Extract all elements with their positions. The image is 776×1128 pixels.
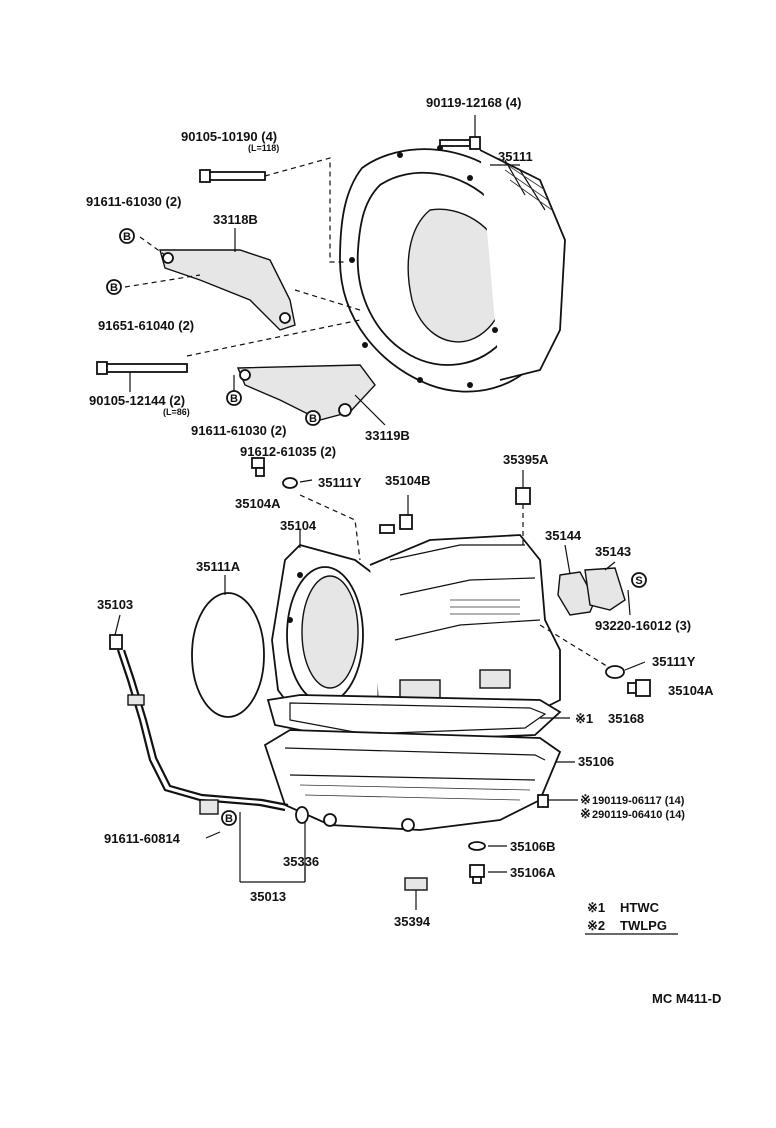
transmission-case-illustration[interactable]: [271, 494, 561, 731]
bolt-90105-12144-illustration[interactable]: [96, 319, 361, 392]
svg-text:B: B: [123, 231, 131, 243]
label-35104a-upper: 35104A: [235, 496, 281, 511]
label-90105-10190-length: (L=118): [248, 143, 279, 153]
oil-pan-gasket-illustration[interactable]: [266, 694, 562, 743]
magnet-35394-illustration[interactable]: [404, 877, 428, 910]
svg-text:B: B: [309, 413, 317, 425]
label-91611-61030-b: 91611-61030 (2): [191, 423, 286, 438]
dipstick-tube-illustration[interactable]: [109, 614, 289, 815]
marker-b-91611-61030-a: B: [119, 228, 135, 244]
svg-text:B: B: [110, 282, 118, 294]
note-star-1: ※: [580, 792, 591, 807]
bolt-90105-10190-illustration[interactable]: [199, 157, 345, 263]
bolt-90119-12168-illustration[interactable]: [439, 115, 481, 150]
label-35106: 35106: [578, 754, 614, 769]
label-290119-06410: 290119-06410 (14): [592, 809, 685, 821]
label-35111: 35111: [498, 149, 533, 164]
marker-b-91611-60814: B: [221, 810, 237, 826]
label-35395a: 35395A: [503, 452, 549, 467]
pan-bolt-illustration[interactable]: [537, 794, 578, 808]
marker-b-91651-61040: B: [106, 279, 122, 295]
plug-35104a-lower[interactable]: [627, 679, 651, 697]
legend-note2-text: TWLPG: [620, 918, 667, 933]
svg-text:B: B: [225, 813, 233, 825]
marker-b-91612-61035: B: [305, 410, 321, 426]
plug-35104b[interactable]: [379, 495, 413, 534]
label-91611-61030-a: 91611-61030 (2): [86, 194, 181, 209]
marker-b-91611-61030-b: B: [226, 390, 242, 406]
label-91612-61035: 91612-61035 (2): [240, 444, 336, 459]
label-91611-60814: 91611-60814: [104, 831, 181, 846]
label-pan-bolts-group: ※ 190119-06117 (14) ※ 290119-06410 (14): [580, 792, 685, 821]
label-35104a-lower: 35104A: [668, 683, 714, 698]
label-90119-12168: 90119-12168 (4): [426, 95, 521, 110]
label-90105-10190: 90105-10190 (4): [181, 129, 277, 144]
plate-35144-illustration[interactable]: [557, 544, 596, 616]
converter-housing-illustration[interactable]: [339, 145, 566, 393]
label-35111y-lower: 35111Y: [652, 654, 696, 669]
drain-plug-35106a-illustration[interactable]: [469, 864, 485, 884]
connector-35395a-illustration[interactable]: [515, 470, 531, 545]
svg-text:S: S: [635, 575, 642, 587]
label-33119b: 33119B: [365, 428, 410, 443]
label-35103: 35103: [97, 597, 133, 612]
legend-note2-marker: ※2: [587, 918, 605, 933]
o-ring-35336[interactable]: [295, 806, 309, 824]
bracket-33118b-illustration[interactable]: [124, 228, 361, 331]
label-35336: 35336: [283, 854, 319, 869]
label-90105-12144-length: (L=86): [163, 407, 190, 417]
label-190119-06117: 190119-06117 (14): [592, 795, 685, 807]
label-35394: 35394: [394, 914, 431, 929]
label-35111y-upper: 35111Y: [318, 475, 362, 490]
label-35168-group: ※1 35168: [575, 711, 644, 726]
label-33118b: 33118B: [213, 212, 258, 227]
svg-text:B: B: [230, 393, 238, 405]
label-93220-16012: 93220-16012 (3): [595, 618, 691, 633]
label-35106a: 35106A: [510, 865, 556, 880]
label-35168: 35168: [608, 711, 644, 726]
plate-35143-illustration[interactable]: [584, 561, 626, 611]
case-gasket-ring-illustration[interactable]: [191, 575, 265, 718]
o-ring-35111y-upper[interactable]: [282, 477, 298, 489]
variant-legend: ※1 HTWC ※2 TWLPG: [585, 900, 678, 935]
washer-35106b-illustration[interactable]: [468, 841, 486, 851]
label-35111a: 35111A: [196, 559, 241, 574]
note-star-2: ※: [580, 806, 591, 821]
label-35013: 35013: [250, 889, 286, 904]
oil-pan-illustration[interactable]: [263, 729, 562, 832]
o-ring-35111y-lower[interactable]: [605, 665, 625, 679]
legend-note1-text: HTWC: [620, 900, 660, 915]
label-90105-12144: 90105-12144 (2): [89, 393, 185, 408]
label-35143: 35143: [595, 544, 631, 559]
marker-s-93220-16012: S: [631, 572, 647, 588]
label-91651-61040: 91651-61040 (2): [98, 318, 194, 333]
legend-note1-marker: ※1: [587, 900, 605, 915]
diagram-code: MC M411-D: [652, 991, 721, 1006]
bracket-33119b-illustration[interactable]: [233, 364, 386, 426]
label-35104b: 35104B: [385, 473, 431, 488]
label-35104: 35104: [280, 518, 317, 533]
plug-35104a-upper[interactable]: [251, 457, 265, 477]
label-35106b: 35106B: [510, 839, 556, 854]
label-35144: 35144: [545, 528, 582, 543]
note1-marker: ※1: [575, 711, 593, 726]
